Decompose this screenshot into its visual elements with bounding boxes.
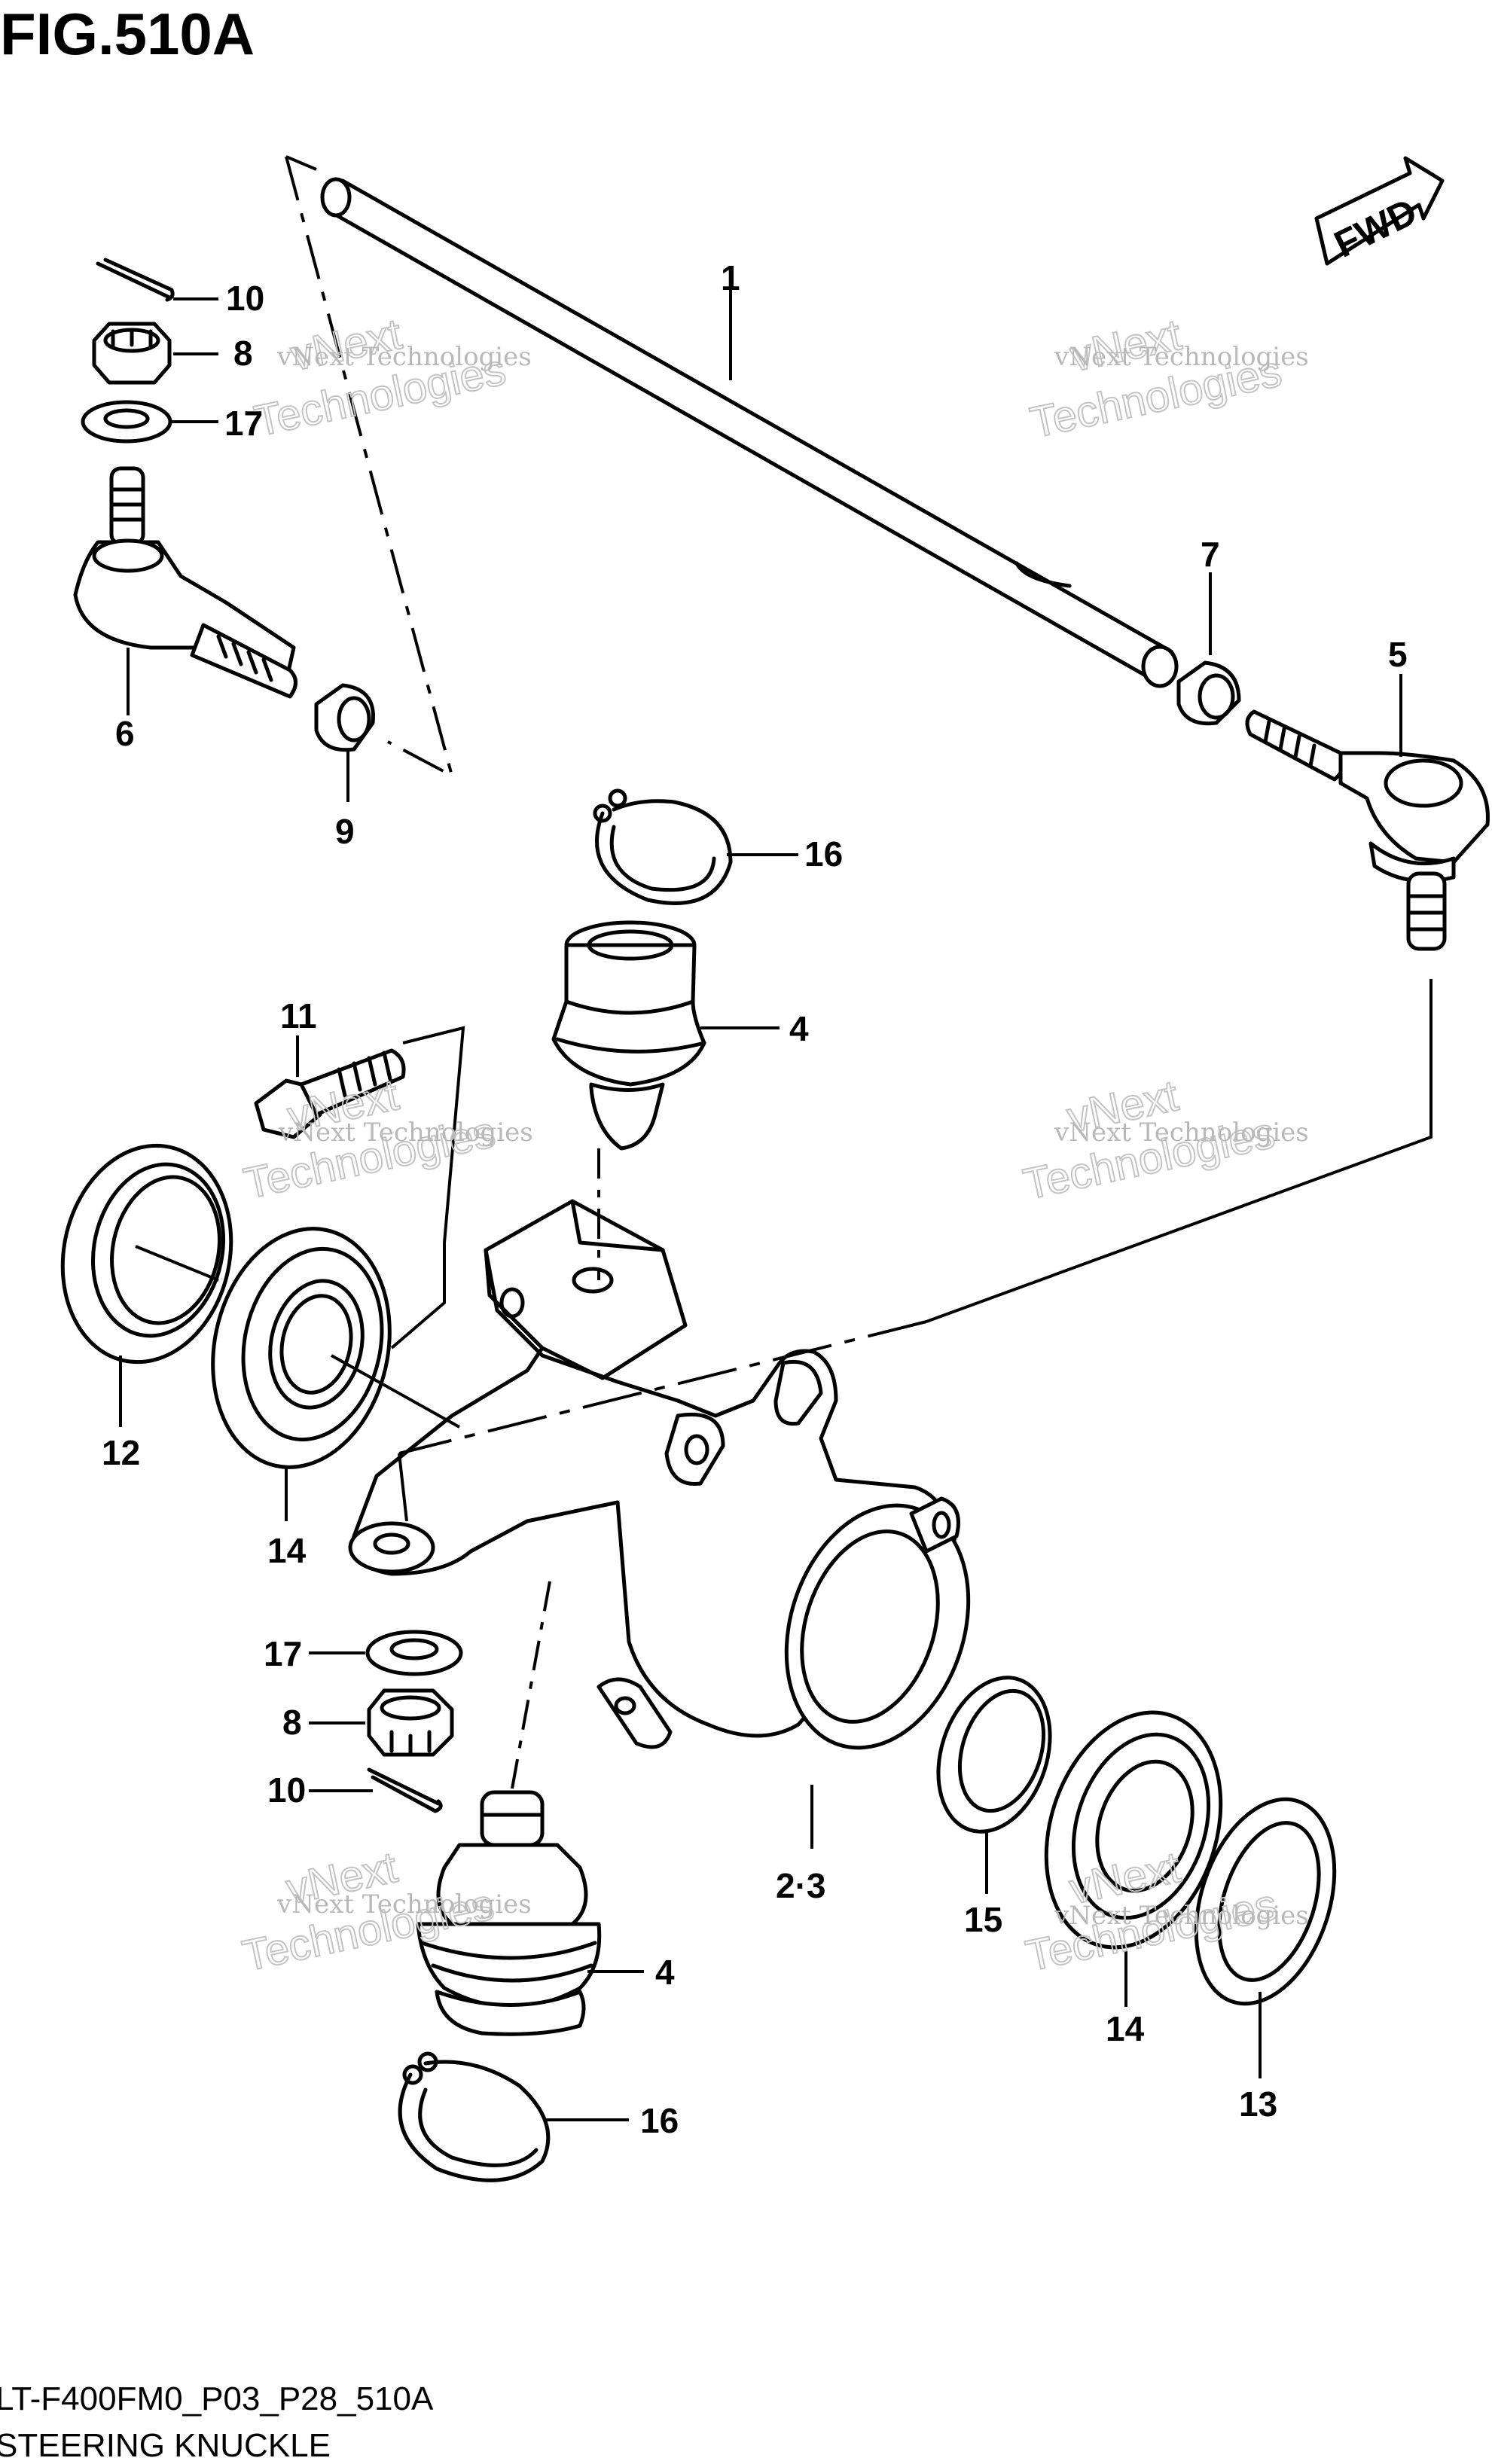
callout-11: 11 [280,996,317,1035]
ball-joint-upper [551,920,706,1151]
callout-4-upper: 4 [789,1009,809,1048]
callout-14-right: 14 [1106,2009,1145,2048]
callout-2-3: 2·3 [776,1866,825,1905]
washer-upper [81,400,172,444]
spacer-left [314,683,375,752]
callout-10-upper: 10 [226,279,264,318]
callout-10-lower: 10 [267,1770,306,1810]
callout-17-upper: 17 [224,404,263,443]
oil-seal-left [60,1143,233,1365]
callout-16-lower: 16 [640,2101,679,2140]
watermark-1: vNext Technologies [276,342,532,372]
figure-caption: STEERING KNUCKLE [0,2427,331,2464]
castle-nut-upper [92,322,172,385]
bearing-left [211,1227,392,1469]
callout-7: 7 [1201,535,1220,574]
figure-title: FIG.510A [0,1,255,67]
ball-joint-lower [416,1790,602,2036]
circlip-lower [398,2051,551,2182]
tie-rod-end-right [1245,709,1490,951]
fwd-arrow-icon: FWD [1314,156,1445,266]
callout-13: 13 [1239,2084,1277,2124]
callout-17-lower: 17 [264,1634,302,1673]
bolt [254,1048,406,1139]
callout-numbers: 1 10 8 17 6 9 7 5 16 4 11 12 14 17 8 10 … [102,258,1408,2140]
steering-knuckle [348,1199,971,1750]
bearing-right [1044,1710,1223,1950]
callout-4-lower: 4 [655,1953,675,1992]
figure-code: LT-F400FM0_P03_P28_510A [0,2380,434,2417]
watermark-3: vNext Technologies [278,1118,533,1148]
collar [936,1676,1052,1834]
watermark-4: vNext Technologies [1054,1118,1309,1148]
assembly-guide-lines [135,979,1433,1789]
cotter-pin-lower [367,1767,443,1813]
watermark-6: vNext Technologies [1054,1901,1309,1931]
watermark-2: vNext Technologies [1054,342,1309,372]
callout-8-lower: 8 [282,1703,302,1742]
tie-rod-end-left [73,466,297,699]
cotter-pin-upper [96,258,175,302]
assembly-guide-upper [285,155,455,779]
callout-5: 5 [1388,635,1408,674]
callout-15: 15 [964,1900,1002,1939]
callout-12: 12 [102,1433,140,1472]
callout-9: 9 [335,812,355,851]
castle-nut-lower [367,1688,454,1757]
callout-16-upper: 16 [804,834,843,874]
oil-seal-right [1194,1797,1337,2006]
tie-rod [320,177,1179,688]
circlip-upper [593,788,733,905]
leader-lines [119,285,1402,2121]
watermark-5: vNext Technologies [276,1889,532,1920]
spacer-right [1176,660,1241,726]
callout-14-left: 14 [267,1531,307,1570]
callout-8-upper: 8 [233,334,253,373]
callout-6: 6 [115,714,135,753]
callout-1: 1 [721,258,740,297]
washer-lower [365,1630,463,1676]
